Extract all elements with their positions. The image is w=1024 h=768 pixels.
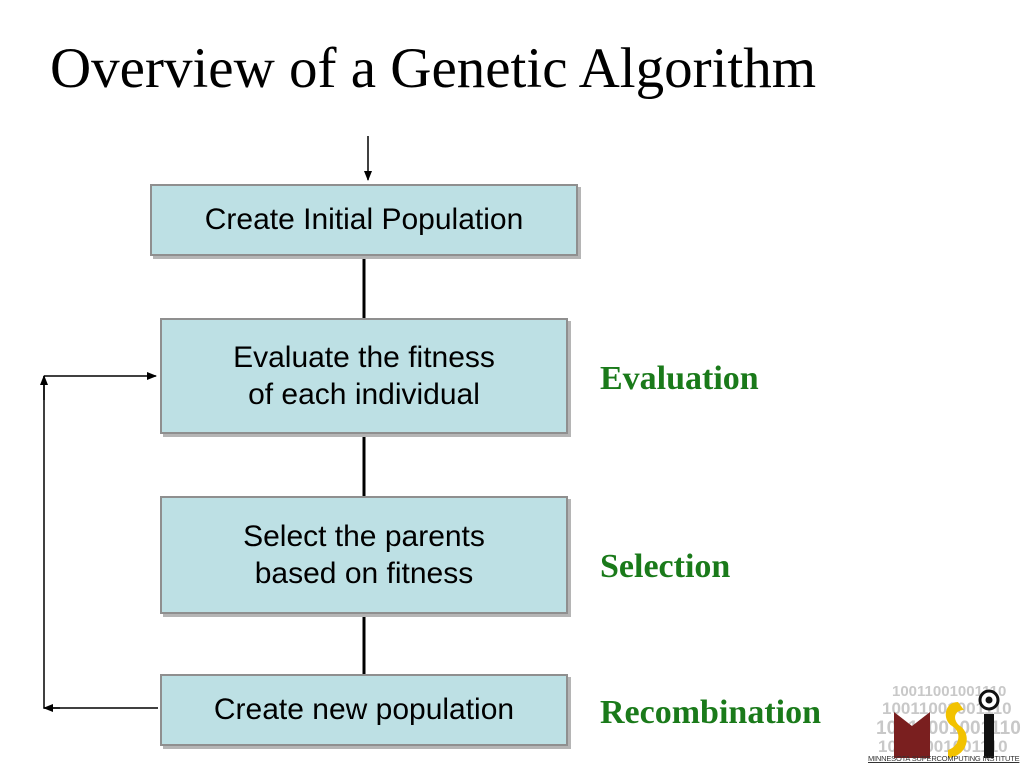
logo-binary-row-1: 10011001001110 <box>892 683 1006 700</box>
logo-binary-row-2: 10011001001110 <box>882 699 1012 718</box>
logo-m-shape <box>894 712 930 758</box>
logo-caption: MINNESOTA SUPERCOMPUTING INSTITUTE <box>868 754 1020 763</box>
feedback-loop-line <box>43 376 158 709</box>
logo-i-dot-inner <box>985 696 993 704</box>
logo-s-shape <box>945 702 967 758</box>
box-select-parents-text: Select the parents based on fitness <box>243 519 485 591</box>
label-evaluation: Evaluation <box>600 360 759 397</box>
label-recombination: Recombination <box>600 694 821 731</box>
logo-i-bar <box>984 714 994 758</box>
box-select-parents: Select the parents based on fitness <box>160 496 568 614</box>
box-create-initial-population-text: Create Initial Population <box>204 203 524 237</box>
box-create-new-population: Create new population <box>160 674 568 746</box>
box-evaluate-fitness: Evaluate the fitness of each individual <box>160 318 568 434</box>
slide-title: Overview of a Genetic Algorithm <box>50 37 817 100</box>
msi-logo: 10011001001110 10011001001110 1001100100… <box>876 683 1021 758</box>
box-create-initial-population: Create Initial Population <box>150 184 578 256</box>
box-evaluate-fitness-text: Evaluate the fitness of each individual <box>233 340 495 412</box>
label-selection: Selection <box>600 548 731 585</box>
box-create-new-population-text: Create new population <box>213 693 515 727</box>
